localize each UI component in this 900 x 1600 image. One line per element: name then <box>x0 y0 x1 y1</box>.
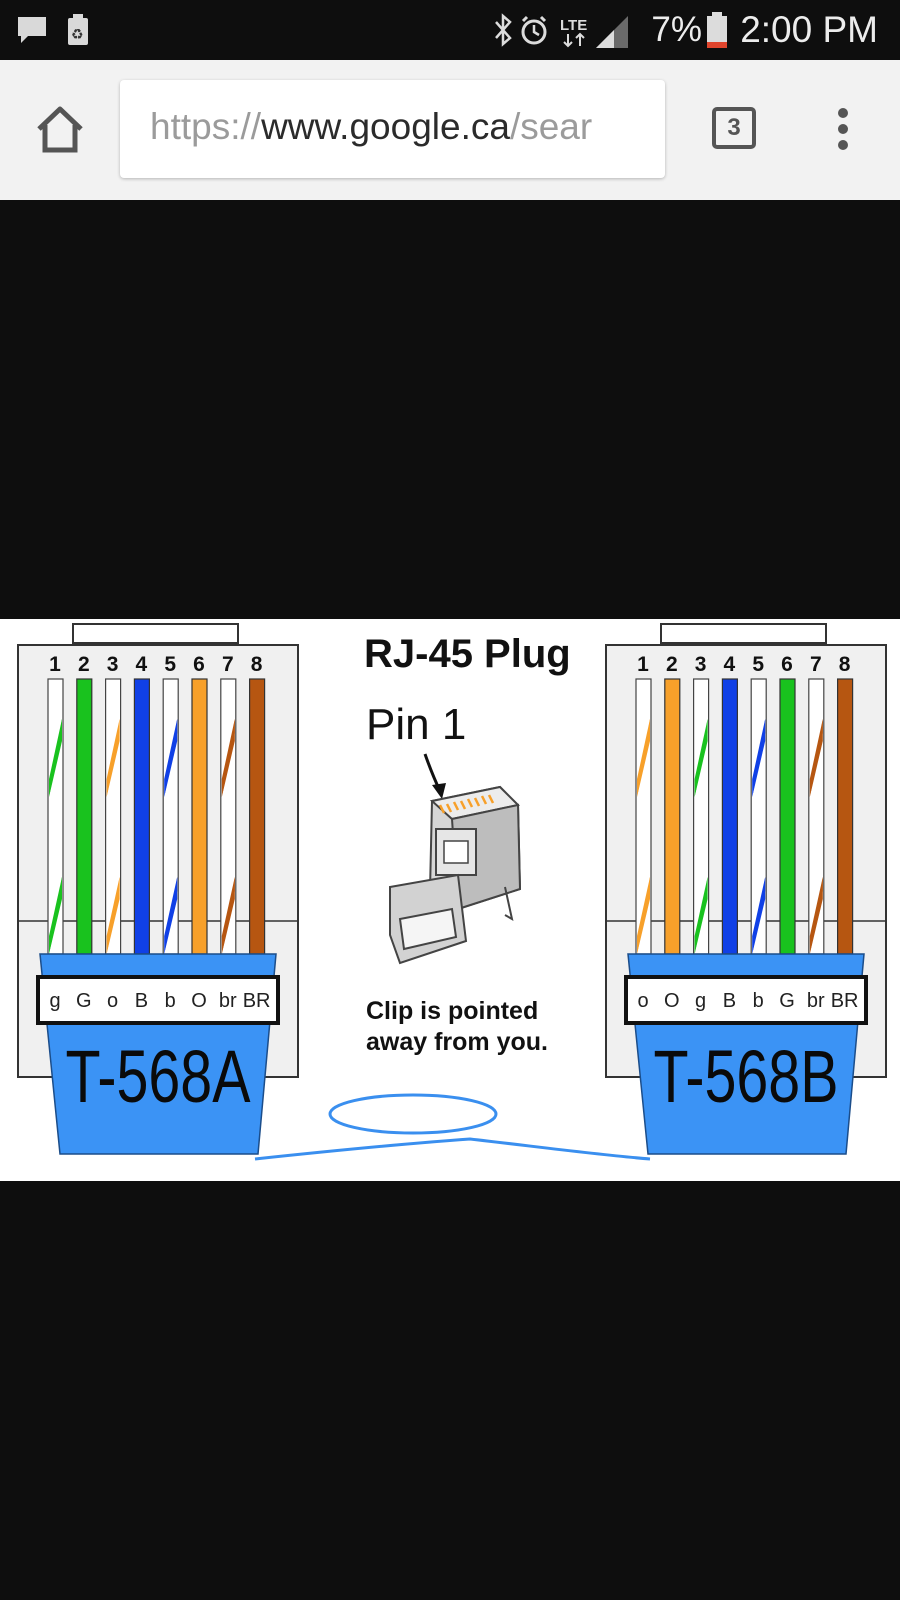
message-icon <box>18 17 46 43</box>
cable-loop <box>254 1093 651 1161</box>
pin-number: 4 <box>724 653 736 676</box>
pin-number: 6 <box>781 653 793 676</box>
pin-number: 4 <box>136 653 148 676</box>
pin-number: 2 <box>666 653 678 676</box>
pin1-label: Pin 1 <box>366 700 466 749</box>
battery-percent: 7% <box>651 10 702 49</box>
color-code: G <box>779 990 795 1012</box>
color-code: b <box>165 990 176 1012</box>
color-code: br <box>807 990 825 1012</box>
wire-a-2 <box>76 678 93 955</box>
browser-toolbar: https://www.google.ca/sear 3 <box>0 60 900 200</box>
plug-latch <box>660 623 827 644</box>
clip-note-line2: away from you. <box>366 1028 548 1056</box>
wire-a-7 <box>220 678 237 955</box>
wire-a-1 <box>47 678 64 955</box>
color-code: b <box>753 990 764 1012</box>
wire-b-3 <box>692 678 710 955</box>
pin1-arrow <box>423 753 446 799</box>
svg-text:♻: ♻ <box>71 27 84 43</box>
color-code: g <box>695 990 706 1012</box>
color-code-box <box>36 975 280 1025</box>
pin-number: 8 <box>839 653 851 676</box>
color-code-box <box>624 975 868 1025</box>
color-code: g <box>49 990 60 1012</box>
wire-b-4 <box>721 678 739 955</box>
url-text[interactable]: https://www.google.ca/sear <box>150 106 592 148</box>
color-code: B <box>723 990 736 1012</box>
url-host: www.google.ca <box>261 106 510 147</box>
wire-b-2 <box>664 678 681 955</box>
pin-number: 3 <box>695 653 707 676</box>
color-code: O <box>664 990 680 1012</box>
wire-b-8 <box>836 678 854 955</box>
color-code: O <box>191 990 207 1012</box>
url-path: /sear <box>509 106 593 147</box>
wire-a-8 <box>249 678 266 955</box>
color-code: BR <box>243 990 271 1012</box>
notification-icons: ♻ <box>18 14 88 45</box>
wire-a-5 <box>162 678 179 955</box>
battery-icon <box>707 12 727 48</box>
tabs-icon[interactable]: 3 <box>712 107 756 149</box>
bluetooth-icon <box>495 13 512 47</box>
pin-number: 5 <box>164 653 176 676</box>
status-time: 2:00 PM <box>740 9 878 50</box>
url-scheme: https:// <box>150 106 262 147</box>
home-icon[interactable] <box>34 104 86 156</box>
url-bar[interactable]: https://www.google.ca/sear <box>120 80 665 178</box>
more-menu-icon[interactable] <box>828 106 858 154</box>
rj45-plug-illustration <box>389 785 522 965</box>
pin-number: 5 <box>752 653 764 676</box>
wire-b-1 <box>635 678 652 955</box>
color-code: G <box>76 990 92 1012</box>
plug-latch <box>72 623 239 644</box>
wire-b-6 <box>779 678 796 955</box>
signal-icon <box>596 16 628 48</box>
system-icons: LTE <box>495 13 628 48</box>
standard-label: T-568A <box>66 1035 251 1118</box>
pin-number: 6 <box>193 653 205 676</box>
wire-b-5 <box>750 678 767 955</box>
wire-a-4 <box>133 678 150 955</box>
color-code: BR <box>831 990 859 1012</box>
pin-number: 1 <box>49 653 61 676</box>
status-bar: ♻ LTE 7% 2:00 PM <box>0 0 900 60</box>
svg-text:LTE: LTE <box>560 17 587 34</box>
pin-number: 7 <box>810 653 822 676</box>
standard-label: T-568B <box>654 1035 839 1118</box>
recycle-icon: ♻ <box>68 14 88 45</box>
lte-icon: LTE <box>560 17 587 48</box>
pin-number: 1 <box>637 653 649 676</box>
pin-number: 7 <box>222 653 234 676</box>
diagram-title: RJ-45 Plug <box>364 632 571 676</box>
pin-number: 8 <box>251 653 263 676</box>
clip-note-line1: Clip is pointed <box>366 997 538 1025</box>
alarm-icon <box>521 15 547 45</box>
wire-b-7 <box>808 678 825 955</box>
color-code: br <box>219 990 237 1012</box>
color-code: B <box>135 990 148 1012</box>
pin-number: 3 <box>107 653 119 676</box>
pin-number: 2 <box>78 653 90 676</box>
color-code: o <box>107 990 118 1012</box>
wire-a-3 <box>104 678 122 955</box>
color-code: o <box>637 990 648 1012</box>
wire-a-6 <box>191 678 208 955</box>
